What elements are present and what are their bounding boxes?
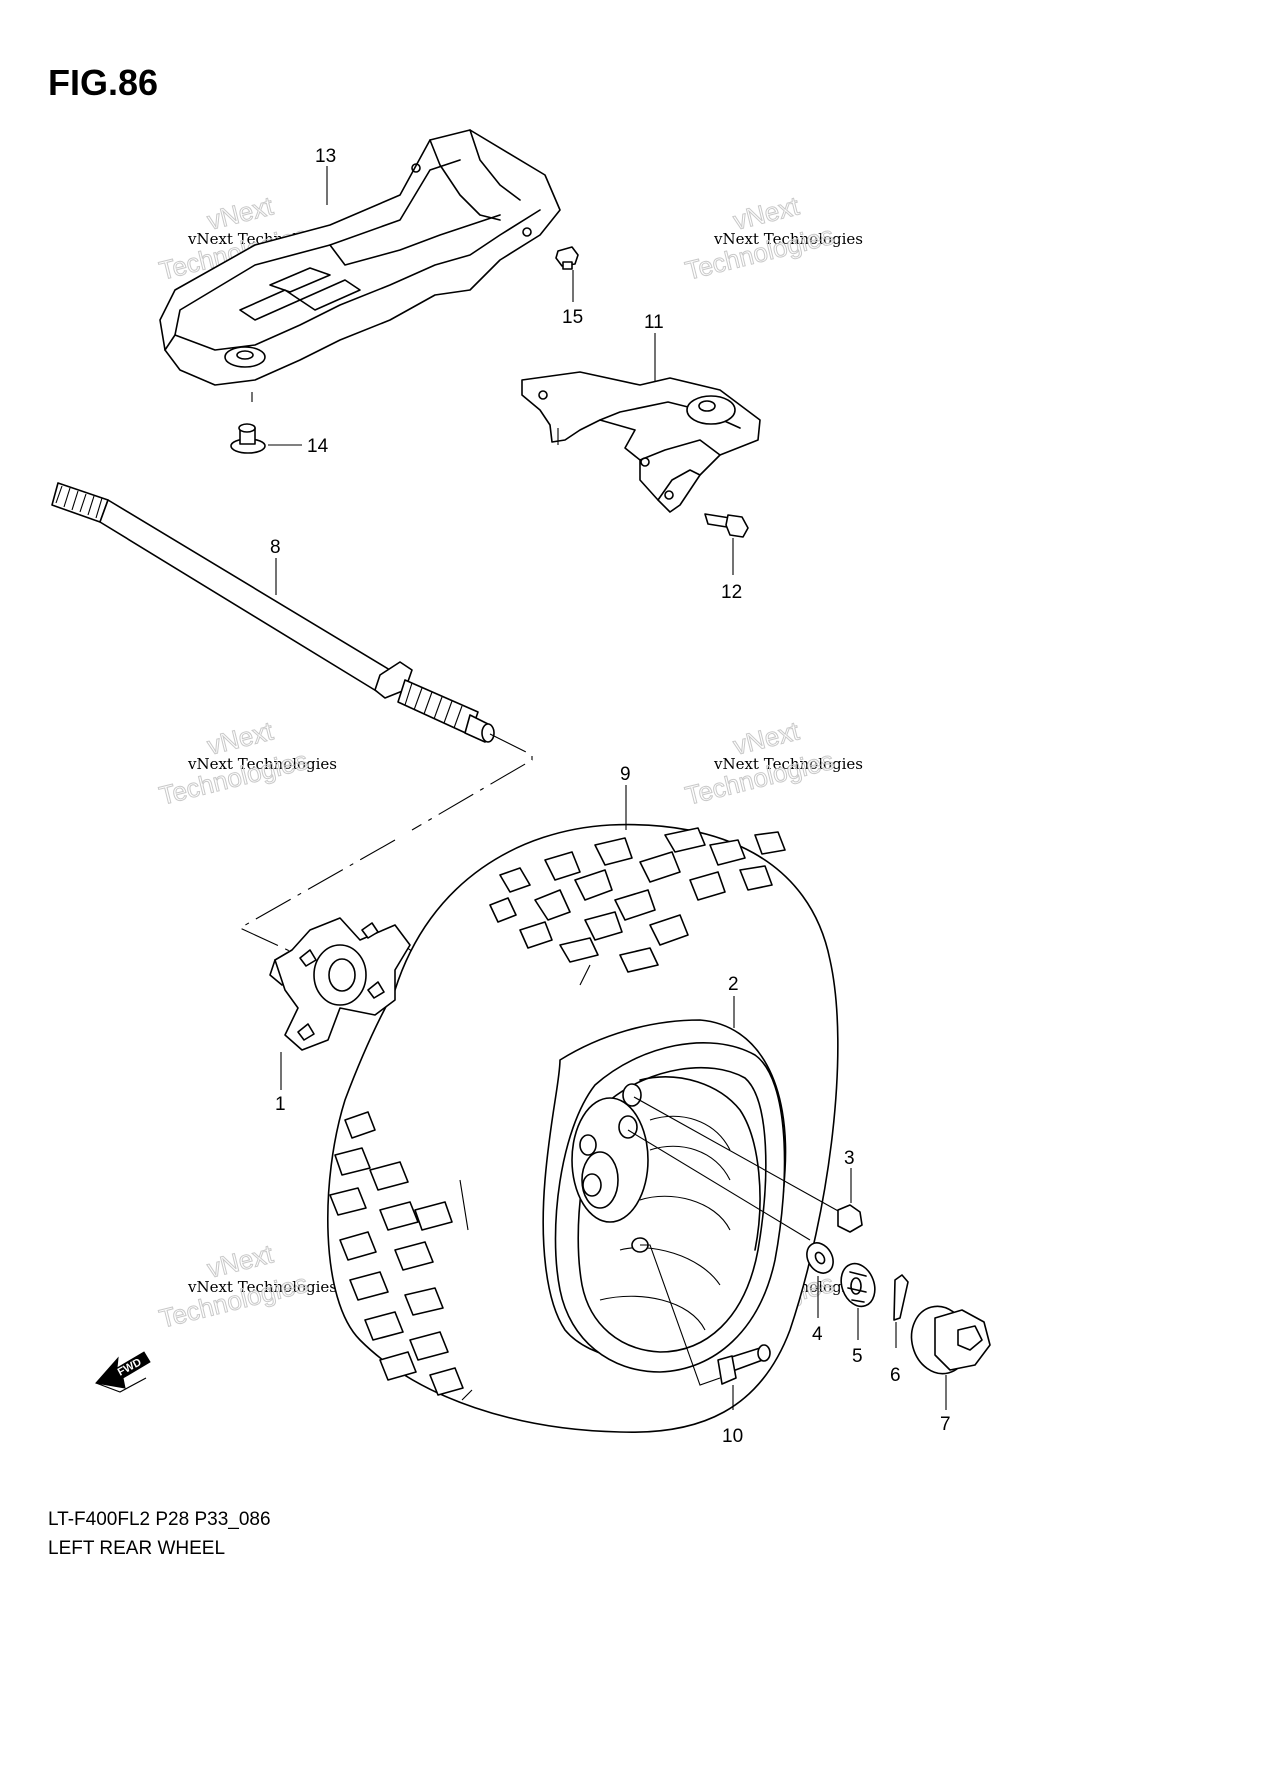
callout-13: 13: [315, 146, 336, 167]
tire-tread-lower: [329, 1111, 473, 1401]
callout-10: 10: [722, 1426, 743, 1447]
figure-name: LEFT REAR WHEEL: [48, 1538, 226, 1559]
watermark-3: vNext vNext Technologies Technologies: [156, 715, 337, 811]
rim-part-2: [554, 1042, 786, 1373]
castle-nut-part-5: [840, 1262, 876, 1308]
callout-15: 15: [562, 307, 583, 328]
callout-2: 2: [728, 974, 739, 995]
model-code: LT-F400FL2 P28 P33_086: [48, 1509, 271, 1530]
svg-text:vNext Technologies: vNext Technologies: [187, 755, 337, 773]
callout-1: 1: [275, 1094, 286, 1115]
tire-tread-upper: [489, 827, 786, 986]
watermark-4: vNext vNext Technologies Technologies: [682, 715, 863, 811]
bolt-part-12: [704, 513, 749, 538]
valve-part-10: [717, 1344, 771, 1385]
callout-9: 9: [620, 764, 631, 785]
washer-part-4: [806, 1242, 834, 1274]
callout-7: 7: [940, 1414, 951, 1435]
callout-11: 11: [644, 312, 664, 333]
skid-plate-part-13: [159, 129, 561, 402]
callout-14: 14: [307, 436, 329, 457]
callout-8: 8: [270, 537, 281, 558]
callout-6: 6: [890, 1365, 901, 1386]
callout-4: 4: [812, 1324, 823, 1345]
figure-title: FIG.86: [48, 62, 159, 103]
axle-shaft-part-8: [51, 482, 495, 743]
forward-direction-arrow: FWD: [95, 1351, 151, 1393]
watermark-5: vNext vNext Technologies Technologies: [156, 1238, 337, 1334]
svg-text:vNext Technologies: vNext Technologies: [713, 755, 863, 773]
callout-12: 12: [721, 582, 742, 603]
cotter-pin-part-6: [893, 1274, 909, 1321]
svg-text:FWD: FWD: [116, 1356, 144, 1378]
callout-5: 5: [852, 1346, 863, 1367]
nut-part-3: [837, 1204, 863, 1233]
callout-3: 3: [844, 1148, 855, 1169]
svg-text:vNext Technologies: vNext Technologies: [187, 1278, 337, 1296]
bolt-part-15: [555, 246, 579, 270]
assembly-lines-nuts: [627, 1096, 841, 1386]
hub-part-1: [269, 917, 411, 1051]
svg-text:vNext Technologies: vNext Technologies: [713, 230, 863, 248]
bracket-part-11: [521, 371, 761, 513]
bolt-part-14: [230, 423, 266, 454]
watermark-2: vNext vNext Technologies Technologies: [682, 190, 863, 286]
cap-part-7: [910, 1305, 991, 1375]
